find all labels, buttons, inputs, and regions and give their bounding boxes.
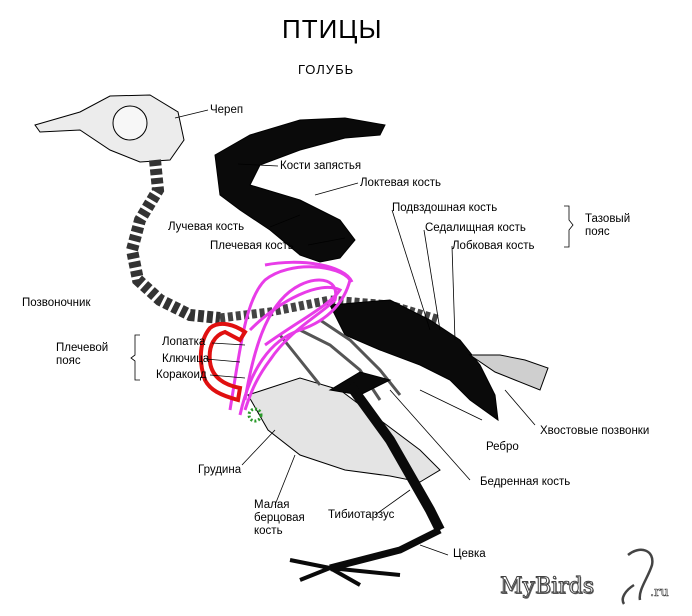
- label-pelvic-girdle: Тазовый пояс: [585, 213, 630, 239]
- label-sternum: Грудина: [198, 464, 242, 476]
- pelvis-bone: [329, 299, 499, 422]
- label-skull: Череп: [210, 104, 244, 116]
- label-clavicle: Ключица: [162, 353, 210, 365]
- label-shoulder-girdle-line2: пояс: [56, 355, 81, 367]
- tarsus-bone: [329, 526, 442, 572]
- label-humerus: Плечевая кость: [210, 240, 294, 252]
- skeleton-bones: [34, 94, 549, 587]
- label-carpal: Кости запястья: [280, 160, 362, 172]
- page-subtitle: ГОЛУБЬ: [298, 62, 355, 77]
- leader-lines: [174, 109, 536, 556]
- page-title: ПТИЦЫ: [282, 14, 383, 44]
- label-radius: Лучевая кость: [168, 221, 245, 233]
- skull-bone: [34, 94, 185, 163]
- watermark-tld: .ru: [650, 585, 669, 601]
- watermark-bird-icon: [621, 548, 654, 605]
- watermark-name: MyBirds: [499, 574, 595, 600]
- red-scribble: [198, 321, 248, 403]
- tibiotarsus-bone: [345, 382, 445, 533]
- label-pelvic-girdle-line1: Тазовый: [585, 213, 631, 225]
- green-scribble: [247, 407, 263, 423]
- label-fibula: Малая берцовая кость: [254, 499, 305, 538]
- label-shoulder-girdle: Плечевой пояс: [56, 342, 108, 368]
- label-ulna: Локтевая кость: [360, 177, 441, 189]
- label-fibula-line1: Малая: [254, 499, 290, 511]
- toes: [289, 558, 401, 587]
- tail-bones: [468, 354, 549, 391]
- label-scapula: Лопатка: [162, 336, 206, 348]
- shoulder-brace: [130, 334, 140, 381]
- sternum-bone: [247, 377, 441, 483]
- label-rib: Ребро: [486, 441, 519, 453]
- wing-bones: [214, 117, 386, 263]
- label-tarsus: Цевка: [453, 548, 486, 560]
- label-fibula-line3: кость: [254, 525, 283, 537]
- label-pubis: Лобковая кость: [452, 240, 535, 252]
- label-ilium: Подвздошная кость: [392, 202, 498, 214]
- label-pelvic-girdle-line2: пояс: [585, 226, 610, 238]
- pelvic-brace: [564, 205, 574, 248]
- label-spine: Позвоночник: [22, 297, 91, 309]
- magenta-scribble: [228, 260, 354, 416]
- label-tibiotarsus: Тибиотарзус: [328, 509, 395, 521]
- label-coracoid: Коракоид: [156, 369, 207, 381]
- back-vertebrae: [219, 295, 442, 325]
- label-ischium: Седалищная кость: [425, 222, 526, 234]
- label-femur: Бедренная кость: [480, 476, 571, 488]
- neck-vertebrae: [125, 159, 221, 324]
- label-tail-vertebrae: Хвостовые позвонки: [540, 425, 650, 437]
- eye-orbit: [112, 105, 148, 141]
- label-shoulder-girdle-line1: Плечевой: [56, 342, 109, 354]
- label-fibula-line2: берцовая: [254, 512, 305, 524]
